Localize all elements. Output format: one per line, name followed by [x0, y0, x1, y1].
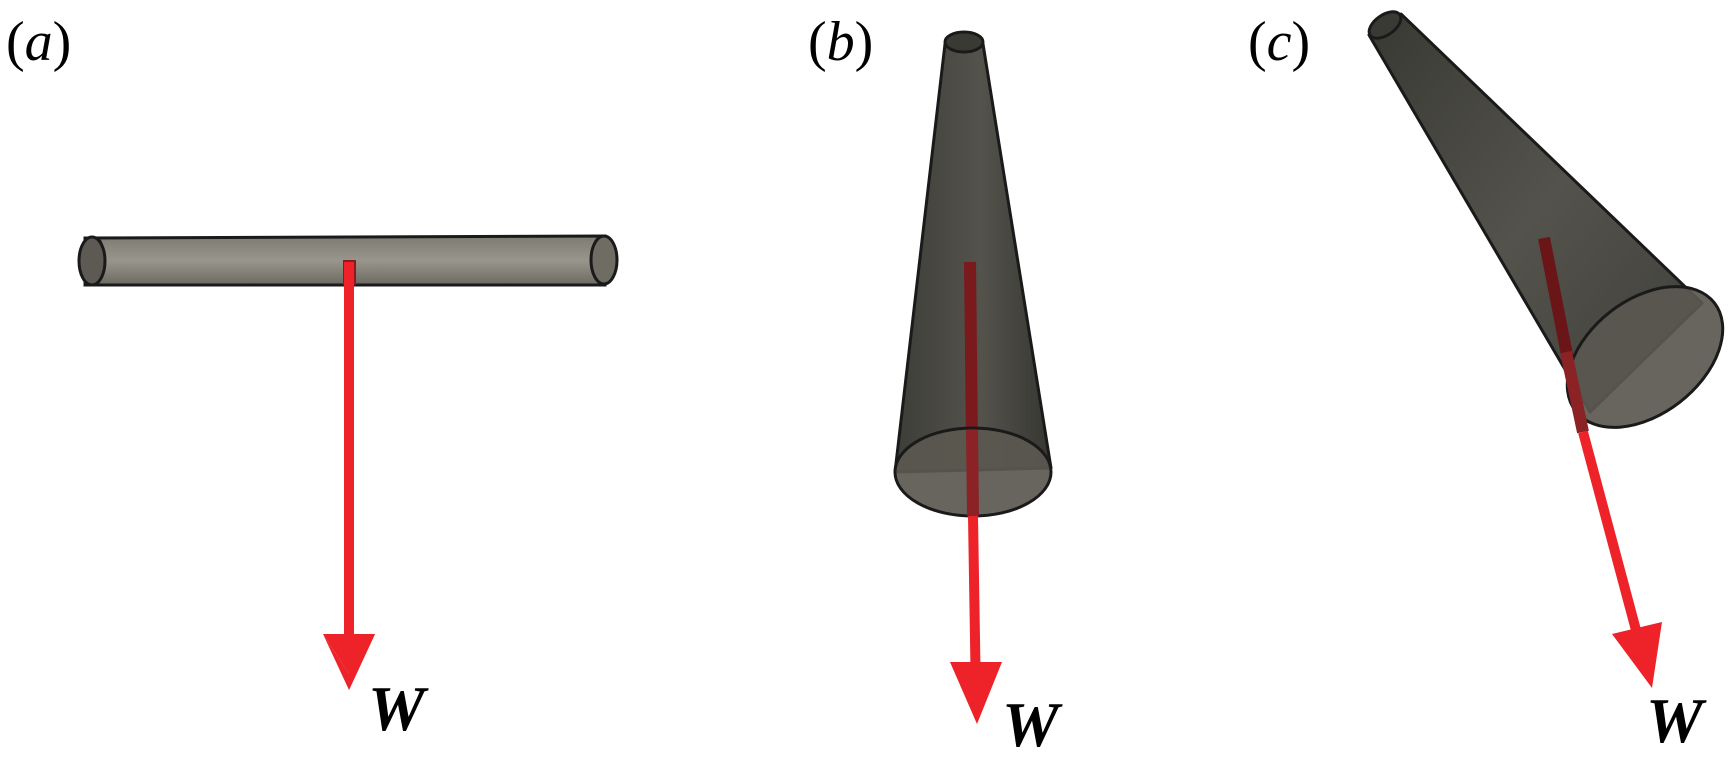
- panel-a: (a) W: [6, 11, 619, 744]
- cone-c-top-cap: [1367, 10, 1403, 40]
- weight-arrowhead-a: [323, 634, 375, 690]
- cone-c-center-of-mass-line: [1538, 236, 1576, 372]
- weight-label-b: W: [1002, 689, 1063, 760]
- weight-arrow-c: [1578, 430, 1662, 688]
- cone-b-top-cap: [943, 30, 985, 54]
- panel-c-label: (c): [1248, 11, 1310, 73]
- panel-c: (c) W: [1248, 10, 1725, 756]
- weight-label-a: W: [368, 673, 429, 744]
- weight-arrow-b: [950, 515, 1002, 724]
- cone-b-center-of-mass-line: [964, 261, 978, 446]
- weight-arrow-a: [323, 262, 375, 690]
- panel-b-label: (b): [808, 11, 873, 73]
- rod-right-end: [589, 234, 619, 286]
- cone-c-weight-through-base: [1560, 350, 1589, 434]
- weight-arrowhead-c: [1612, 622, 1662, 688]
- weight-label-c: W: [1646, 685, 1707, 756]
- rod-left-end: [77, 235, 107, 287]
- panel-a-label: (a): [6, 11, 71, 73]
- weight-arrowhead-b: [950, 662, 1002, 724]
- panel-b: (b) W: [808, 11, 1063, 760]
- rod-left-inner-edge: [99, 239, 106, 283]
- cone-b-weight-through-base: [966, 429, 979, 517]
